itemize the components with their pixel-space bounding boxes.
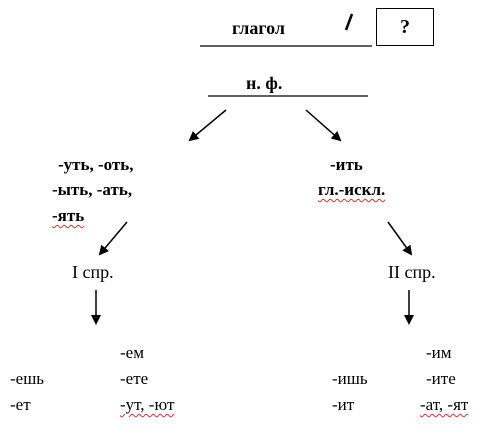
right-form-singular-2: -ишь: [332, 369, 368, 388]
left-endings-line2: -ыть, -ать,: [52, 180, 133, 199]
left-endings-line3: -ять: [52, 206, 85, 225]
arrow-to-second-conjugation: [387, 221, 413, 256]
right-endings-line2: гл.-искл.: [318, 180, 386, 199]
left-form-plural-2: -ете: [120, 369, 149, 388]
question-mark: ?: [400, 15, 410, 38]
right-form-plural-1: -им: [426, 343, 452, 362]
question-box: ?: [376, 8, 434, 46]
verb-label: глагол: [232, 18, 285, 38]
first-conjugation-label: I спр.: [72, 262, 114, 282]
infinitive-label: н. ф.: [246, 73, 283, 93]
arrow-to-right-endings: [305, 109, 342, 142]
right-endings-line1: -ить: [330, 155, 363, 174]
slash-mark: [344, 13, 354, 31]
left-form-plural-3: -ут, -ют: [120, 395, 175, 414]
arrow-to-first-conjugation: [98, 221, 128, 256]
right-form-plural-3: -ат, -ят: [420, 395, 469, 414]
second-conjugation-label: II спр.: [388, 262, 436, 282]
right-form-plural-2: -ите: [426, 369, 456, 388]
left-form-plural-1: -ем: [120, 343, 144, 362]
left-form-singular-3: -ет: [10, 395, 31, 414]
left-form-singular-2: -ешь: [10, 369, 45, 388]
arrow-to-left-endings: [188, 109, 227, 142]
left-endings-line1: -уть, -оть,: [58, 155, 134, 174]
right-form-singular-3: -ит: [332, 395, 355, 414]
